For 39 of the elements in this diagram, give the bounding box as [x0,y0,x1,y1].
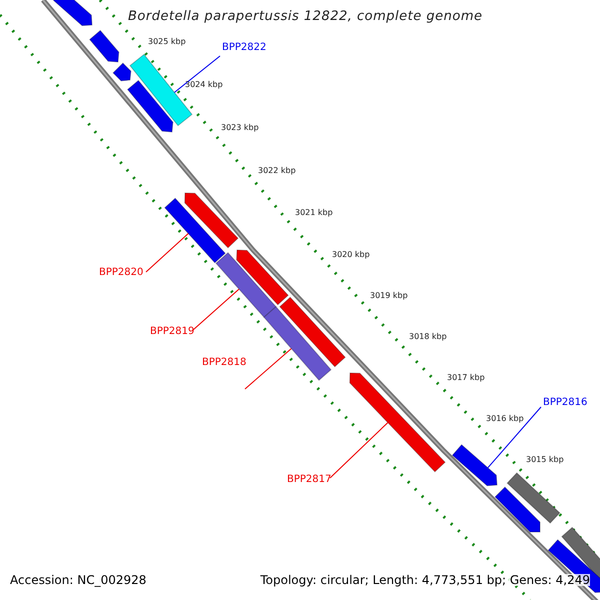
gene-label: BPP2816 [543,398,588,408]
accession-text: Accession: NC_002928 [10,574,146,586]
gene-block [279,296,346,368]
gene-block [126,80,174,133]
genome-summary-text: Topology: circular; Length: 4,773,551 bp; Genes: 4,249 [260,574,590,586]
scale-label: 3020 kbp [332,251,370,259]
leader-line [174,56,220,93]
gene-block [52,0,93,26]
title: Bordetella parapertussis 12822, complete genome [128,10,482,23]
scale-label: 3021 kbp [295,209,333,217]
leader-line [487,406,542,468]
gene-label: BPP2817 [287,475,332,485]
scale-label: 3019 kbp [370,292,408,300]
scale-label: 3024 kbp [185,81,223,89]
gene-block [263,306,332,381]
gene-block [349,372,446,472]
leader-line [192,288,240,330]
gene-label: BPP2820 [99,268,144,278]
gene-block [494,486,540,532]
gene-block [112,62,132,82]
scale-label: 3025 kbp [148,38,186,46]
gene-label: BPP2819 [150,327,194,337]
scale-label: 3016 kbp [486,415,524,423]
leader-line [330,422,388,478]
leader-line [244,348,292,390]
scale-label: 3022 kbp [258,167,296,175]
gene-block [89,30,120,63]
gene-label: BPP2822 [222,43,266,53]
gene-block [452,444,498,486]
leader-line [146,233,189,272]
gene-block [164,198,226,264]
scale-label: 3015 kbp [526,456,564,464]
gene-block [236,249,289,306]
gene-label: BPP2818 [202,358,246,368]
scale-label: 3023 kbp [221,124,259,132]
scale-label: 3018 kbp [409,333,447,341]
gene-block [506,472,560,524]
gene-block [215,252,277,318]
gene-block [184,192,239,248]
